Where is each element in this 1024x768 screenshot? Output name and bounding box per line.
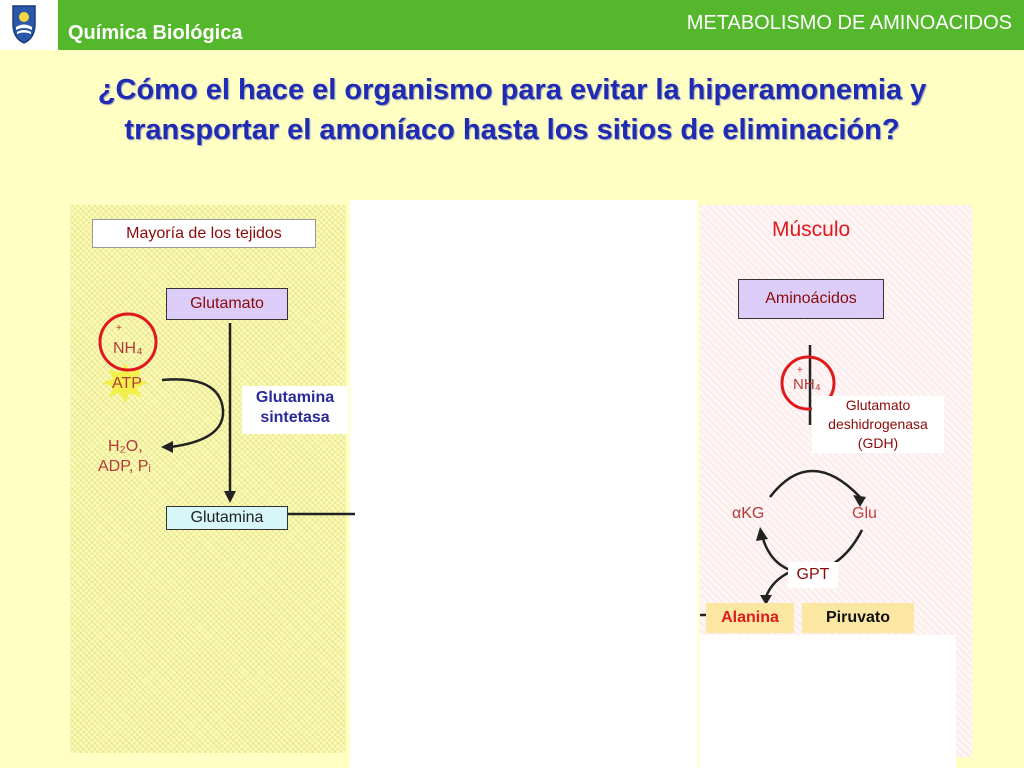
glu-label: Glu — [852, 505, 877, 522]
ammonium-highlight-circle-muscle — [780, 355, 836, 411]
gdh-enzyme-label: Glutamato deshidrogenasa (GDH) — [812, 396, 944, 453]
enzyme-name-line1: Glutamina — [255, 389, 335, 406]
svg-text:+: + — [797, 365, 803, 376]
university-logo-icon — [12, 5, 36, 44]
arrowhead-akg — [756, 527, 768, 541]
pyruvate-box: Piruvato — [802, 603, 914, 633]
muscle-ammonium-label: NH₄ — [793, 376, 821, 393]
blank-lower-panel — [700, 635, 956, 768]
gdh-line3: (GDH) — [857, 435, 899, 451]
arrowhead-left — [161, 441, 173, 453]
gdh-arc — [769, 469, 861, 498]
alanine-box: Alanina — [706, 603, 794, 633]
svg-text:+: + — [116, 323, 122, 334]
glutamine-synthetase-label: Glutamina sintetasa — [242, 386, 348, 434]
blank-center-panel — [350, 200, 698, 768]
arrowhead-glu — [853, 495, 866, 507]
gpt-label: GPT — [788, 562, 838, 588]
akg-label: αKG — [732, 505, 764, 522]
byproducts-line2: ADP, Pᵢ — [98, 458, 151, 475]
atp-starburst-icon — [102, 363, 148, 403]
header-bar — [0, 0, 1024, 50]
gdh-line2: deshidrogenasa — [828, 416, 928, 432]
university-logo — [0, 0, 58, 50]
glutamine-synthesis-diagram: + NH₄ ATP H₂O, ADP, Pᵢ — [98, 312, 355, 516]
topic-title: METABOLISMO DE AMINOACIDOS — [686, 12, 1012, 34]
arrowhead-down — [224, 491, 236, 503]
glutamine-box: Glutamina — [166, 506, 288, 530]
slide-title: ¿Cómo el hace el organismo para evitar l… — [97, 74, 927, 146]
glutamate-box: Glutamato — [166, 288, 288, 320]
muscle-label: Músculo — [772, 218, 851, 241]
ammonium-highlight-circle — [98, 312, 158, 372]
course-name: Química Biológica — [68, 22, 243, 44]
ammonium-label: NH₄ — [113, 340, 143, 357]
curved-cofactor-arrow — [161, 378, 225, 449]
amino-acids-box: Aminoácidos — [738, 279, 884, 319]
enzyme-name-line2: sintetasa — [260, 409, 330, 426]
byproducts-line1: H₂O, — [108, 438, 143, 455]
atp-label: ATP — [112, 375, 142, 392]
gdh-line1: Glutamato — [845, 397, 911, 413]
tissues-label: Mayoría de los tejidos — [92, 219, 316, 248]
arrowhead-alanine — [760, 595, 772, 605]
